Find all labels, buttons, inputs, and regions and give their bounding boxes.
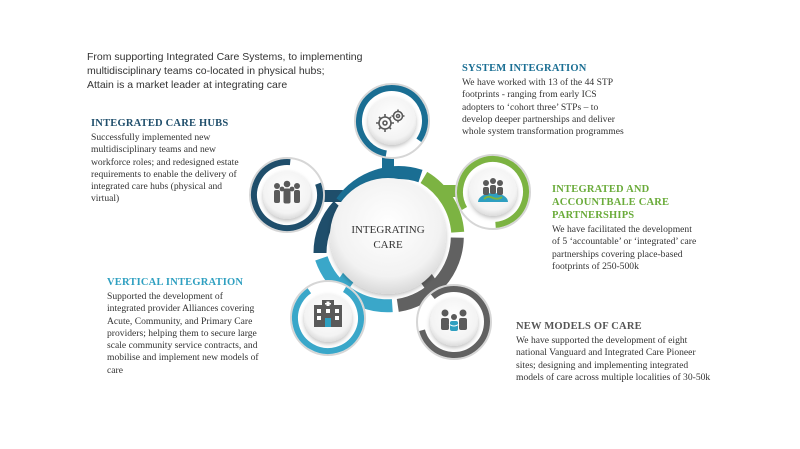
gears-icon <box>376 109 405 132</box>
desc-line: whole system transformation programmes <box>462 126 624 138</box>
intro-line: multidisciplinary teams co-located in ph… <box>87 65 325 77</box>
intro-line: Attain is a market leader at integrating… <box>87 79 288 91</box>
node-system-integration <box>354 83 430 159</box>
center-ring <box>313 166 465 313</box>
desc-line: workforce roles; and redesigned estate <box>91 156 239 168</box>
desc-line: virtual) <box>91 193 120 205</box>
intro-text: From supporting Integrated Care Systems,… <box>87 50 417 92</box>
system-integration-title: SYSTEM INTEGRATION <box>462 63 587 74</box>
system-integration-block: SYSTEM INTEGRATION We have worked with 1… <box>462 62 624 138</box>
desc-line: multidisciplinary teams and new <box>91 144 216 156</box>
system-integration-desc: We have worked with 13 of the 44 STP foo… <box>462 77 624 138</box>
desc-line: We have facilitated the development <box>552 224 692 235</box>
integrated-care-hubs-title: INTEGRATED CARE HUBS <box>91 118 229 129</box>
title-line: PARTNERSHIPS <box>552 210 635 221</box>
title-line: ACCOUNTBALE CARE <box>552 197 670 208</box>
desc-line: We have supported the development of eig… <box>516 335 688 346</box>
desc-line: mobilise and implement new models of <box>107 352 259 364</box>
accountable-care-desc: We have facilitated the development of 5… <box>552 224 696 273</box>
node-integrated-care-hubs <box>249 157 325 233</box>
desc-line: national Vanguard and Integrated Care Pi… <box>516 347 696 359</box>
desc-line: scale community service contracts, and <box>107 340 258 352</box>
accountable-care-block: INTEGRATED AND ACCOUNTBALE CARE PARTNERS… <box>552 183 696 273</box>
desc-line: of 5 ‘accountable’ or ‘integrated’ care <box>552 236 697 248</box>
desc-line: models of care across multiple localitie… <box>516 371 711 383</box>
desc-line: Supported the development of <box>107 291 223 302</box>
hospital-icon <box>314 300 342 327</box>
node-new-models <box>416 284 492 360</box>
desc-line: integrated provider Alliances covering <box>107 303 255 315</box>
node-vertical-integration <box>290 280 366 356</box>
accountable-care-title: INTEGRATED AND ACCOUNTBALE CARE PARTNERS… <box>552 183 696 222</box>
desc-line: footprints - ranging from early ICS <box>462 89 597 101</box>
vertical-integration-desc: Supported the development of integrated … <box>107 291 259 377</box>
desc-line: integrated care hubs (physical and <box>91 181 223 193</box>
desc-line: develop deeper partnerships and deliver <box>462 113 615 125</box>
desc-line: partnerships covering place-based <box>552 248 683 260</box>
new-models-title: NEW MODELS OF CARE <box>516 321 642 332</box>
desc-line: We have worked with 13 of the 44 STP <box>462 77 614 88</box>
new-models-block: NEW MODELS OF CARE We have supported the… <box>516 320 710 384</box>
desc-line: requirements to enable the delivery of <box>91 168 237 180</box>
desc-line: adopters to ‘cohort three’ STPs – to <box>462 101 599 113</box>
title-line: INTEGRATED AND <box>552 184 650 195</box>
partnership-globe-icon <box>478 178 508 202</box>
desc-line: providers; helping them to secure large <box>107 327 257 339</box>
node-accountable-care <box>455 154 531 230</box>
desc-line: sites; designing and implementing integr… <box>516 359 689 371</box>
desc-line: Acute, Community, and Primary Care <box>107 315 253 327</box>
integrated-care-hubs-block: INTEGRATED CARE HUBS Successfully implem… <box>91 117 239 206</box>
desc-line: footprints of 250-500k <box>552 260 639 272</box>
new-models-desc: We have supported the development of eig… <box>516 335 710 384</box>
integrated-care-hubs-desc: Successfully implemented new multidiscip… <box>91 132 239 206</box>
intro-line: From supporting Integrated Care Systems,… <box>87 51 363 63</box>
vertical-integration-block: VERTICAL INTEGRATION Supported the devel… <box>107 276 259 377</box>
care-team-icon <box>441 309 467 331</box>
desc-line: Successfully implemented new <box>91 132 211 143</box>
desc-line: care <box>107 364 123 376</box>
center-circle <box>330 178 446 294</box>
vertical-integration-title: VERTICAL INTEGRATION <box>107 277 244 288</box>
people-group-icon <box>274 180 300 204</box>
center-label-line1: INTEGRATING <box>351 224 424 236</box>
center-label-line2: CARE <box>373 239 403 251</box>
